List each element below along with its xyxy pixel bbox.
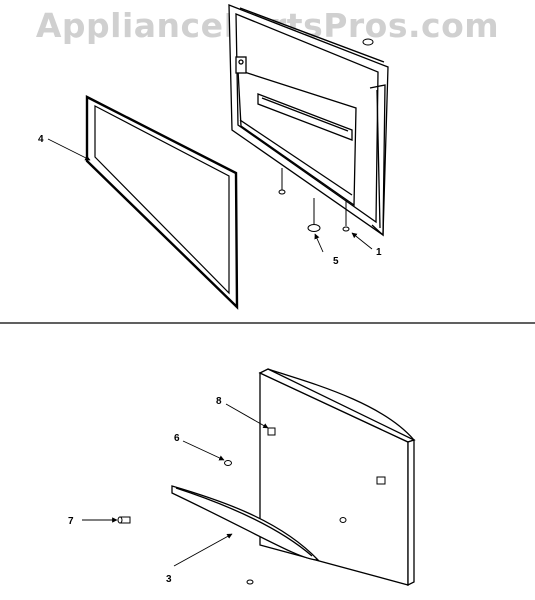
callout-3: 3 bbox=[166, 574, 172, 585]
callout-5: 5 bbox=[333, 256, 339, 267]
upper-callout-leaders bbox=[47, 138, 373, 253]
drawer-front-panel bbox=[258, 368, 416, 587]
door-gasket bbox=[85, 95, 239, 310]
panel-clips bbox=[267, 427, 386, 485]
door-studs bbox=[278, 168, 350, 232]
freezer-door-liner bbox=[228, 4, 389, 237]
drawer-handle bbox=[171, 485, 320, 561]
callout-8: 8 bbox=[216, 396, 222, 407]
top-screw bbox=[362, 38, 374, 46]
callout-4: 4 bbox=[38, 134, 44, 145]
lower-callout-leaders bbox=[82, 403, 269, 567]
callout-1: 1 bbox=[376, 247, 382, 258]
callout-7: 7 bbox=[68, 516, 74, 527]
callout-6: 6 bbox=[174, 433, 180, 444]
screws bbox=[117, 460, 347, 585]
